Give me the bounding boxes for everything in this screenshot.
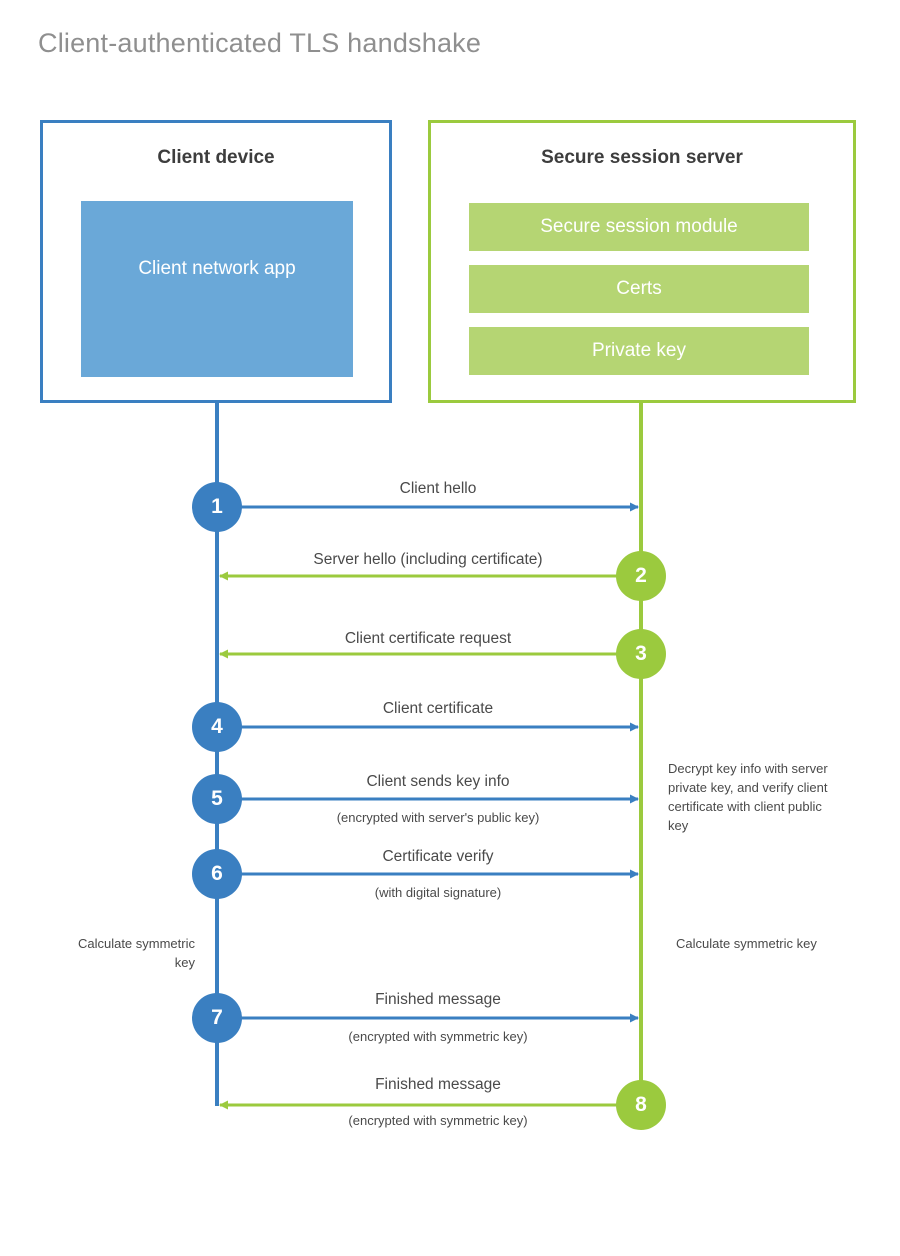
arrow-label-6: Certificate verify [382,848,494,865]
step-marker-6[interactable]: 6 [192,849,242,899]
step-marker-7[interactable]: 7 [192,993,242,1043]
arrow-label-1: Client hello [399,480,477,497]
server-block-private-key: Private key [469,327,809,375]
note-server-calculate-symmetric-key: Calculate symmetric key [676,936,817,951]
arrow-sublabel-8: (encrypted with symmetric key) [348,1113,528,1128]
client-network-app-block: Client network app [81,201,353,377]
server-block-secure-session-module: Secure session module [469,203,809,251]
actor-box-server: Secure session server Secure session mod… [428,120,856,403]
arrow-label-2: Server hello (including certificate) [313,551,543,568]
arrow-label-5: Client sends key info [366,773,510,790]
arrow-sublabel-5: (encrypted with server's public key) [336,810,540,825]
step-marker-1[interactable]: 1 [192,482,242,532]
step-marker-4[interactable]: 4 [192,702,242,752]
arrow-label-3: Client certificate request [344,630,512,647]
client-title: Client device [157,147,275,168]
arrow-sublabel-7: (encrypted with symmetric key) [348,1029,528,1044]
server-block-certs: Certs [469,265,809,313]
step-marker-8[interactable]: 8 [616,1080,666,1130]
actor-box-client: Client device Client network app [40,120,392,403]
page-title: Client-authenticated TLS handshake [38,28,482,58]
arrow-label-8: Finished message [375,1076,501,1093]
arrow-label-7: Finished message [375,991,501,1008]
note-client-calculate-symmetric-key: Calculate symmetric key [77,936,195,970]
arrow-sublabel-6: (with digital signature) [374,885,502,900]
arrow-label-4: Client certificate [382,700,494,717]
step-marker-5[interactable]: 5 [192,774,242,824]
step-marker-3[interactable]: 3 [616,629,666,679]
server-title: Secure session server [541,147,743,168]
note-server-decrypt: Decrypt key info with server private key… [668,761,828,833]
step-marker-2[interactable]: 2 [616,551,666,601]
